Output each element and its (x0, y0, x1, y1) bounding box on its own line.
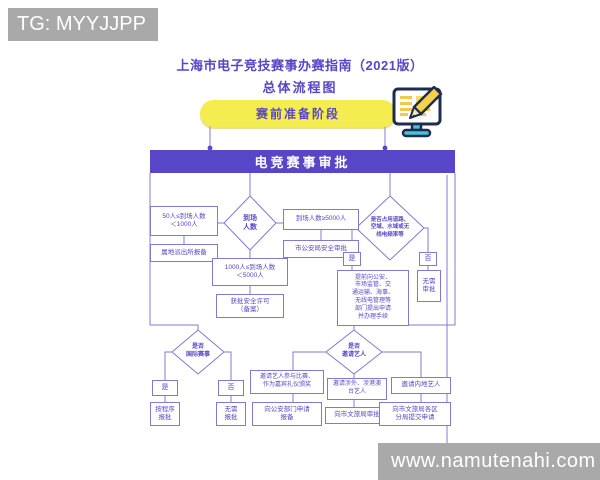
occupancy-yes-tag: 是 (343, 252, 361, 266)
international-yes-action: 按程序 报批 (150, 402, 180, 426)
international-no-action: 无需 报批 (216, 402, 246, 426)
artist-case-foreign: 邀请涉外、涉港澳 台艺人 (327, 378, 387, 400)
page-subtitle: 总体流程图 (262, 80, 338, 95)
monitor-pencil-icon (392, 86, 443, 138)
page-title: 上海市电子竞技赛事办赛指南（2021版） (176, 58, 424, 73)
artist-case-domestic-action: 向市文旅局各区 分局提交申请 (379, 402, 451, 426)
artist-diamond (325, 329, 383, 375)
international-yes-tag: 是 (152, 380, 178, 396)
attendance-diamond (223, 195, 277, 251)
section-header: 电竞赛事审批 (150, 150, 455, 173)
tg-badge: TG: MYYJJPP (8, 8, 158, 41)
artist-diamond-label: 是否 邀请艺人 (341, 344, 366, 358)
stage-pill: 赛前准备阶段 (200, 100, 396, 127)
watermark: www.namutenahi.com (378, 443, 600, 480)
artist-case-mixed-action: 向公安部门申请 报备 (252, 402, 322, 426)
attendance-large-action: 市公安局安全审批 (283, 240, 359, 258)
attendance-large-range: 到场人数≥5000人 (283, 209, 359, 230)
occupancy-yes-action: 提前向公安、 市场监管、交 通运输、海事、 无线电管理等 部门提出申请 并办理手… (337, 270, 409, 326)
international-diamond-label: 是否 国际赛事 (185, 344, 210, 358)
occupancy-no-tag: 否 (419, 252, 437, 266)
international-diamond (171, 329, 225, 375)
artist-case-mixed: 邀请艺人参与比赛、 作为嘉宾礼仪颁奖 (250, 370, 324, 394)
attendance-diamond-label: 到场 人数 (243, 214, 257, 231)
international-no-tag: 否 (218, 380, 244, 396)
occupancy-diamond (355, 195, 425, 261)
occupancy-diamond-label: 是否占用道路、 空域、水域或无 线电频率等 (370, 217, 410, 238)
occupancy-no-action: 无需 审批 (417, 270, 441, 302)
attendance-small-action: 属地派出所报备 (150, 244, 218, 262)
attendance-mid-action: 获批安全许可 （备案） (216, 294, 284, 318)
artist-case-domestic: 邀请内地艺人 (391, 377, 451, 394)
attendance-small-range: 50人≤到场人数 ＜1000人 (150, 206, 218, 236)
attendance-mid-range: 1000人≤到场人数 ＜5000人 (212, 258, 288, 286)
